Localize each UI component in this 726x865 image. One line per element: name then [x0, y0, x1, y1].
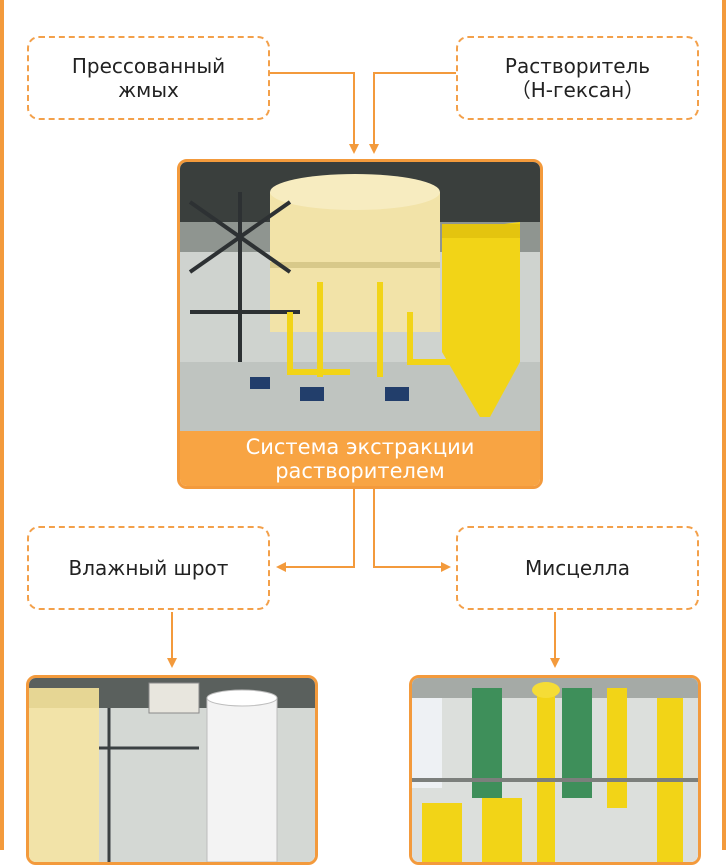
desolventizer-photo: [29, 678, 315, 862]
extraction-system-caption: Система экстракции растворителем: [180, 431, 540, 486]
extraction-system-card: Система экстракции растворителем: [177, 159, 543, 489]
solvent-box: Растворитель （Н-гексан）: [456, 36, 699, 120]
solvent-label: Растворитель （Н-гексан）: [504, 54, 651, 102]
pressed-cake-box: Прессованный жмых: [27, 36, 270, 120]
extraction-plant-photo: [180, 162, 540, 434]
wet-meal-photo-card: [26, 675, 318, 865]
wet-meal-box: Влажный шрот: [27, 526, 270, 610]
wet-meal-label: Влажный шрот: [68, 556, 229, 580]
pressed-cake-label: Прессованный жмых: [71, 54, 226, 102]
extraction-system-label: Система экстракции растворителем: [245, 434, 475, 483]
evaporator-photo: [412, 678, 698, 862]
miscella-label: Мисцелла: [525, 556, 630, 580]
miscella-photo-card: [409, 675, 701, 865]
miscella-box: Мисцелла: [456, 526, 699, 610]
